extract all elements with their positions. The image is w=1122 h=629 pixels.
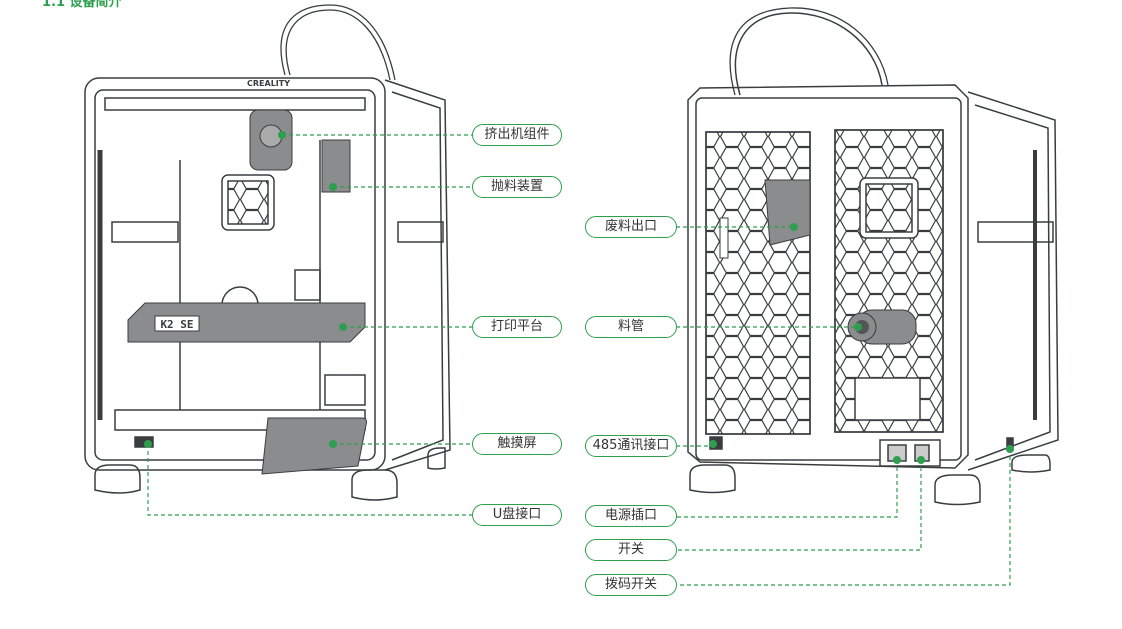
touchscreen [261, 417, 367, 475]
waste-outlet [764, 179, 811, 246]
label-dip-switch: 拨码开关 [585, 574, 677, 596]
creality-logo: CREALITY [247, 79, 290, 88]
leader-lines [147, 134, 1011, 586]
label-print-bed: 打印平台 [472, 316, 562, 338]
label-usb-port: U盘接口 [472, 504, 562, 526]
label-waste-outlet: 废料出口 [585, 216, 677, 238]
back-printer [687, 7, 1059, 506]
label-extruder-assembly: 挤出机组件 [472, 124, 562, 146]
model-plate: K2 SE [160, 318, 193, 331]
label-power-switch: 开关 [585, 539, 677, 561]
front-parts: K2 SE CREALITY [127, 79, 367, 475]
purge-device [321, 139, 351, 193]
label-power-socket: 电源插口 [585, 505, 677, 527]
section-header: 1.1 设备简介 [42, 0, 122, 10]
front-printer [84, 4, 451, 501]
label-purge-device: 抛料装置 [472, 176, 562, 198]
marker-dots [144, 131, 1014, 464]
label-touchscreen: 触摸屏 [472, 433, 562, 455]
label-485-port: 485通讯接口 [585, 435, 677, 457]
label-filament-tube: 料管 [585, 316, 677, 338]
